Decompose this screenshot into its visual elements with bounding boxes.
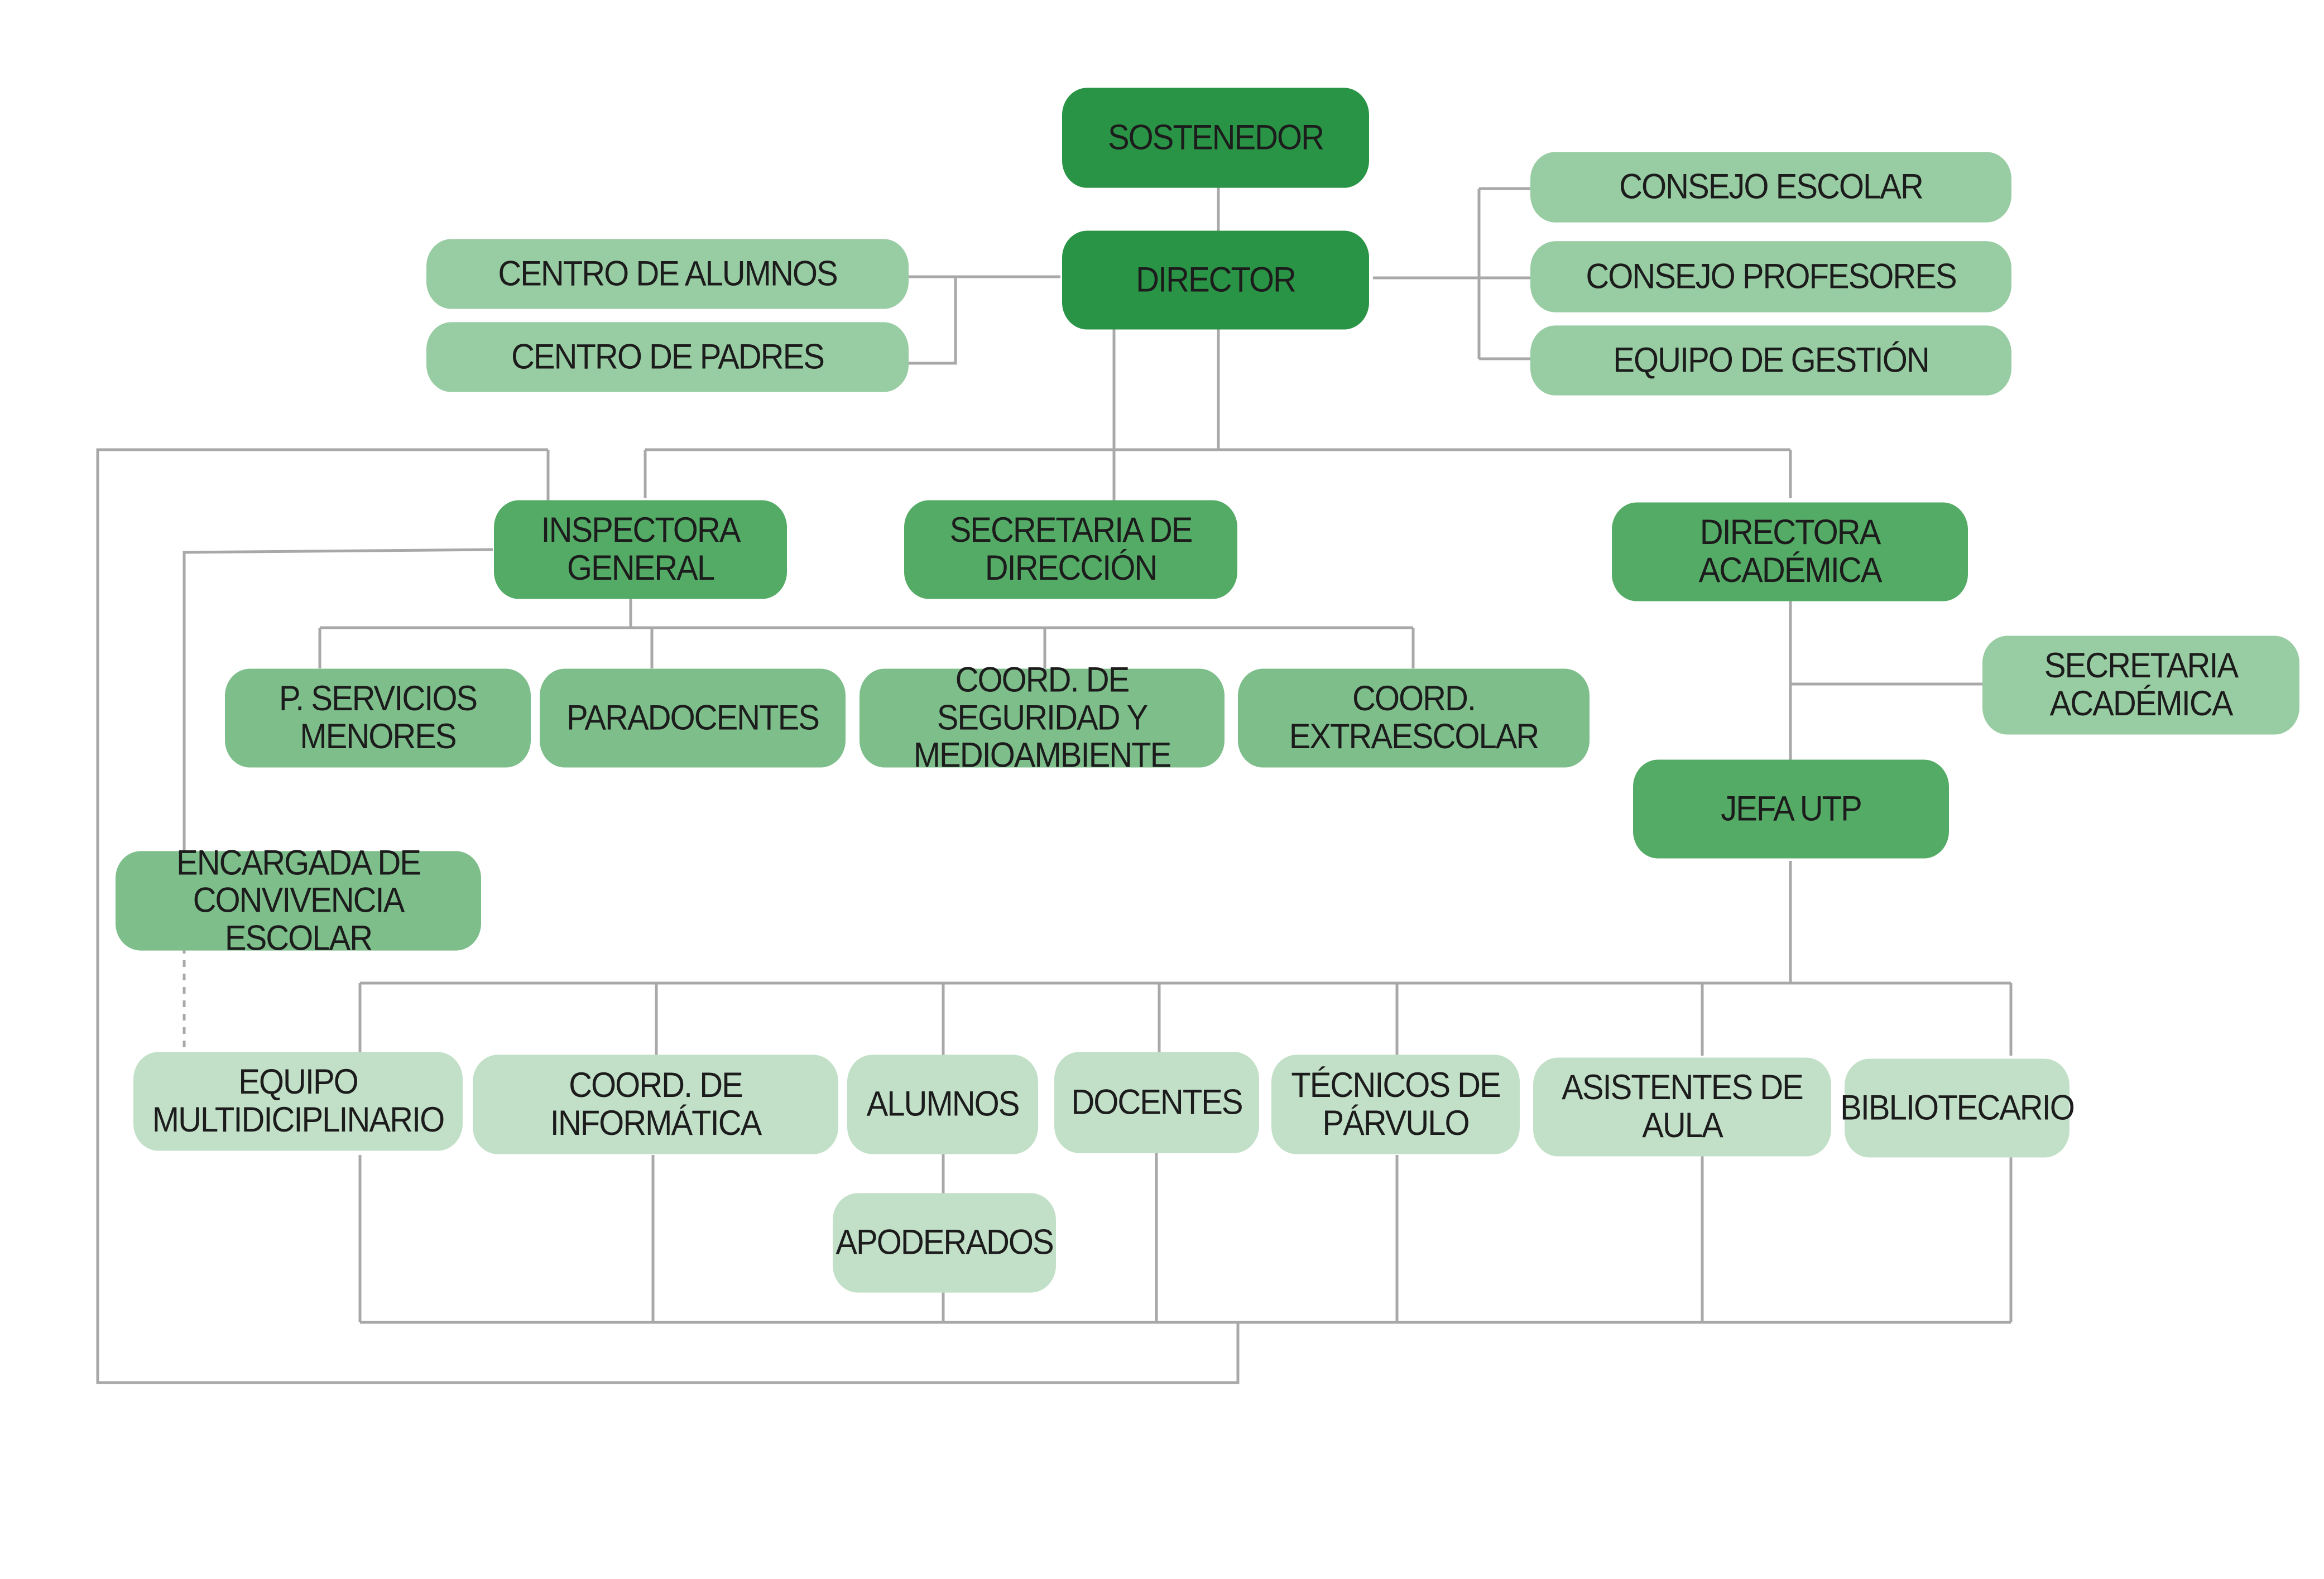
node-bibliotecario: BIBLIOTECARIO [1840, 1058, 2075, 1158]
node-asistentes-aula: ASISTENTES DE AULA [1533, 1057, 1831, 1157]
lower-top-drops [358, 983, 2013, 1056]
node-director: DIRECTOR [1062, 230, 1369, 330]
node-inspectora-general: INSPECTORA GENERAL [494, 500, 787, 599]
node-coord-extraescolar: COORD. EXTRAESCOLAR [1238, 668, 1590, 768]
node-secretaria-direccion: SECRETARIA DE DIRECCIÓN [904, 500, 1237, 599]
node-encargada-convivencia: ENCARGADA DE CONVIVENCIA ESCOLAR [116, 844, 481, 957]
node-directora-academica: DIRECTORA ACADÉMICA [1612, 502, 1968, 601]
outer-loop [96, 448, 1240, 1384]
link-director-consejos [1373, 187, 1530, 360]
node-coord-informatica: COORD. DE INFORMÁTICA [473, 1055, 838, 1154]
link-director-bar [1112, 325, 1220, 503]
node-jefa-utp: JEFA UTP [1633, 759, 1949, 859]
link-director-centros [909, 275, 1060, 365]
link-inspectora-encargada [183, 548, 493, 855]
node-docentes: DOCENTES [1054, 1052, 1259, 1153]
node-equipo-multidisciplinario: EQUIPO MULTIDICIPLINARIO [133, 1052, 463, 1151]
node-coord-seguridad: COORD. DE SEGURIDAD Y MEDIOAMBIENTE [860, 661, 1225, 774]
node-consejo-escolar: CONSEJO ESCOLAR [1530, 152, 2011, 223]
node-apoderados: APODERADOS [833, 1193, 1056, 1293]
node-centro-alumnos: CENTRO DE ALUMNOS [426, 239, 909, 309]
node-p-servicios-menores: P. SERVICIOS MENORES [225, 668, 531, 768]
node-tecnicos-parvulo: TÉCNICOS DE PÁRVULO [1271, 1055, 1520, 1154]
node-consejo-profesores: CONSEJO PROFESORES [1530, 241, 2011, 312]
node-secretaria-academica: SECRETARIA ACADÉMICA [1982, 636, 2299, 735]
node-equipo-gestion: EQUIPO DE GESTIÓN [1530, 325, 2011, 396]
node-paradocentes: PARADOCENTES [540, 668, 846, 768]
node-sostenedor: SOSTENEDOR [1062, 88, 1369, 188]
link-inspectora-staff [318, 595, 1415, 668]
node-alumnos: ALUMNOS [847, 1055, 1038, 1154]
link-directora-utp [1789, 600, 1982, 760]
node-centro-padres: CENTRO DE PADRES [426, 322, 909, 392]
lower-bottom-risers [358, 1150, 2013, 1322]
